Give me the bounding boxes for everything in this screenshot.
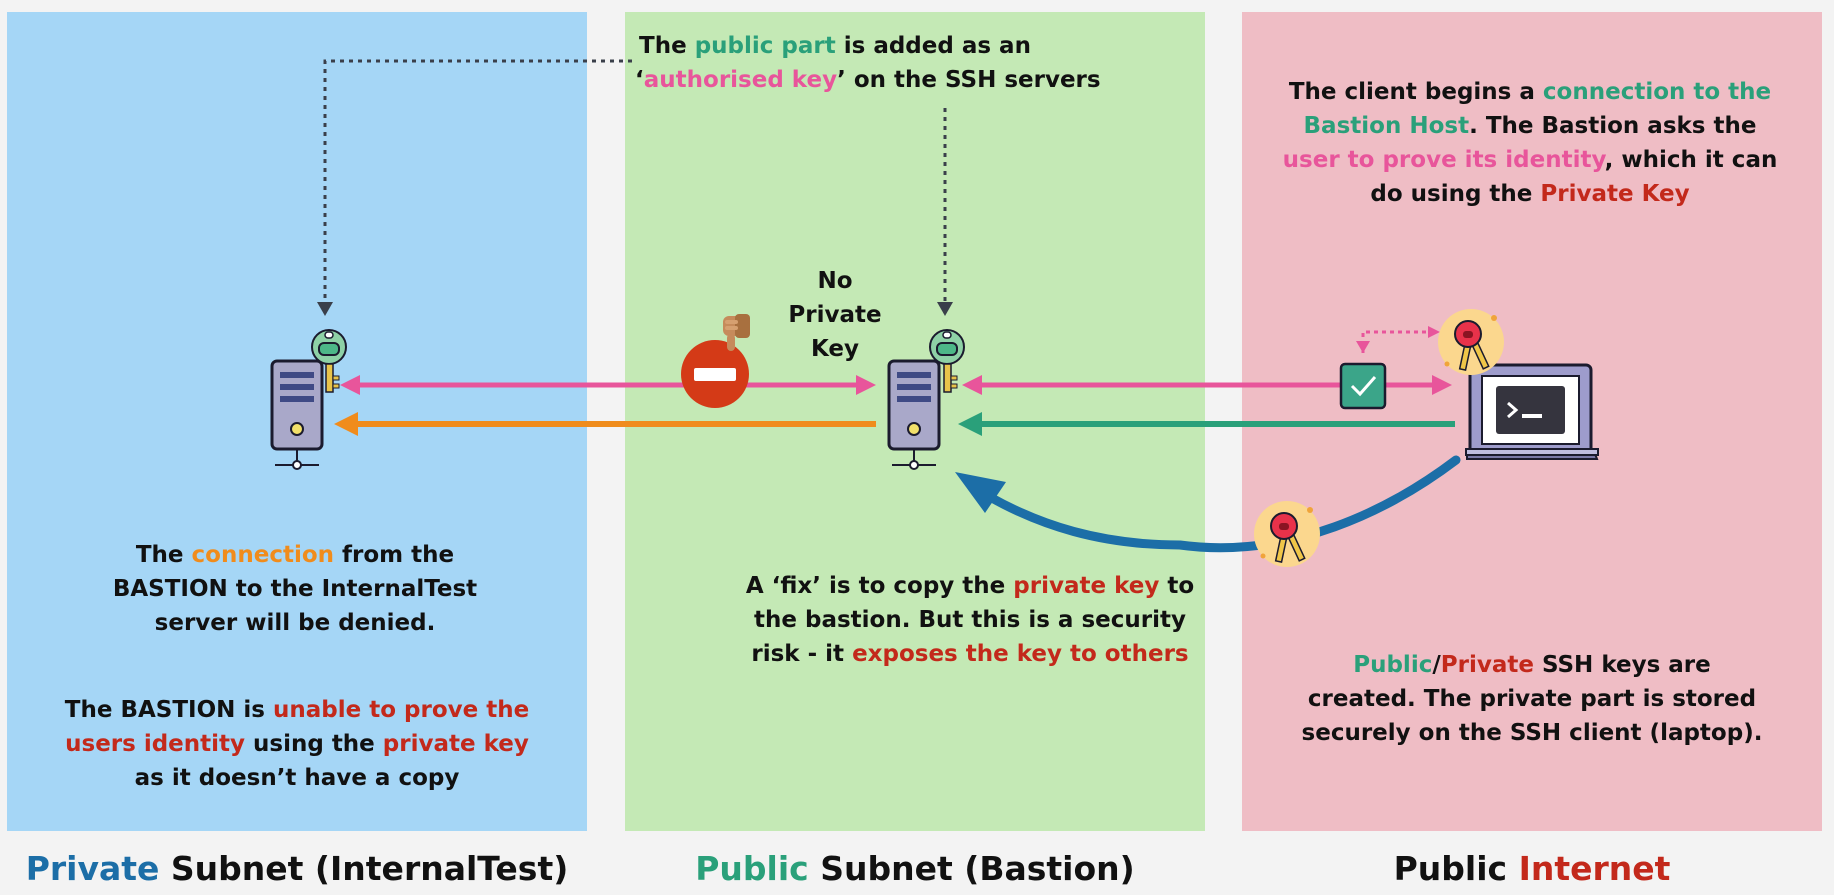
- public-internet-title: Public Internet: [1393, 849, 1671, 888]
- no-entry-icon: [681, 340, 749, 408]
- client-connection-note: The client begins a connection to the Ba…: [1282, 79, 1778, 207]
- copied-private-keys-icon: [1253, 500, 1321, 568]
- public-part-note: The public part is added as an ‘authoris…: [635, 33, 1101, 93]
- security-risk-note: A ‘fix’ is to copy the private key to th…: [745, 573, 1195, 667]
- bastion-to-internal-arrow: [334, 412, 876, 436]
- no-private-key-label: No Private Key: [788, 268, 882, 362]
- key-proof-loop-arrow: [1356, 326, 1440, 353]
- authorised-key-pointer-right: [937, 108, 953, 316]
- laptop-terminal-icon: [1465, 363, 1599, 460]
- client-private-keys-icon: [1437, 308, 1505, 376]
- internaltest-server-icon: [270, 359, 324, 471]
- connection-denied-note: The connection from the BASTION to the I…: [112, 542, 478, 636]
- thumbs-down-icon: [723, 314, 750, 351]
- identity-proof-note: The BASTION is unable to prove the users…: [64, 697, 530, 791]
- copy-private-key-arrow: [955, 455, 1461, 553]
- authorised-key-pointer-left: [317, 59, 632, 316]
- bastion-server-icon: [887, 359, 941, 471]
- denied-connection-arrow: [340, 375, 876, 395]
- client-to-bastion-arrow: [958, 412, 1455, 436]
- private-subnet-title: Private Subnet (InternalTest): [25, 849, 569, 888]
- ssh-keys-note: Public/Private SSH keys are created. The…: [1301, 652, 1763, 746]
- check-icon: [1339, 362, 1387, 410]
- public-subnet-title: Public Subnet (Bastion): [695, 849, 1135, 888]
